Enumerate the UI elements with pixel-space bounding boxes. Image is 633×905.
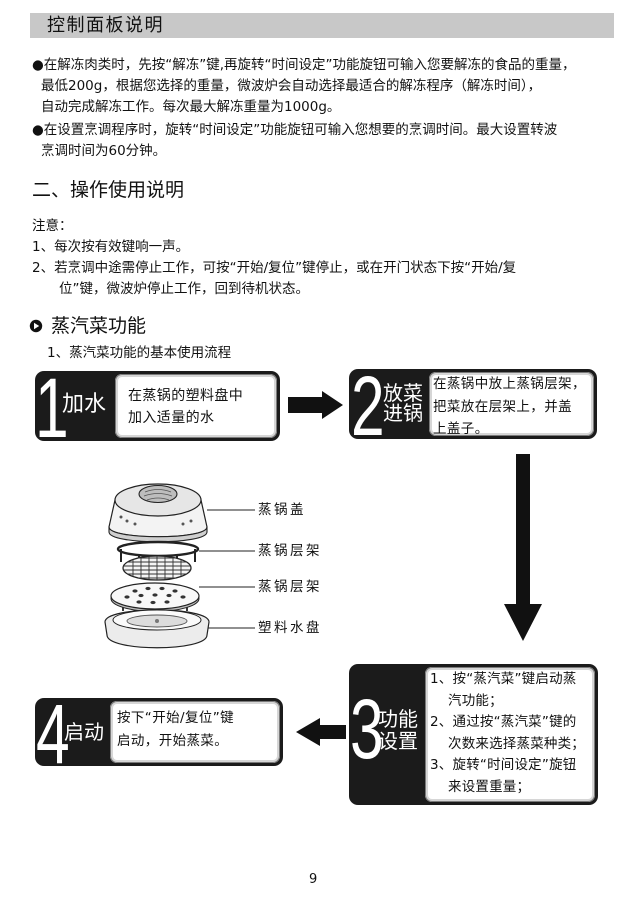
page-number: 9 xyxy=(309,872,318,887)
note-item-2-line-2: 位”键，微波炉停止工作，回到待机状态。 xyxy=(59,281,309,297)
steam-heading: 蒸汽菜功能 xyxy=(51,315,147,337)
step-3-description-line: 汽功能； xyxy=(448,692,503,709)
step-3-description-line: 2、通过按“蒸汽菜”键的 xyxy=(430,714,577,731)
steamer-lid-drawing xyxy=(108,483,208,543)
step-2-number: 2 xyxy=(351,359,385,453)
circle-arrow-icon xyxy=(29,319,43,333)
part-leader-lines xyxy=(199,509,255,629)
step-2-box: 2 放菜 进锅 在蒸锅中放上蒸锅层架， 把菜放在层架上，并盖 上盖子。 xyxy=(349,364,597,448)
step-4-title: 启动 xyxy=(64,722,104,743)
part-label-water-tray: 塑料水盘 xyxy=(258,620,322,636)
operation-heading: 二、操作使用说明 xyxy=(32,179,185,201)
steamer-perforated-plate-drawing xyxy=(110,582,200,612)
part-label-rack-lower: 蒸锅层架 xyxy=(258,579,322,595)
step-3-number: 3 xyxy=(350,682,384,776)
note-item-1: 1、每次按有效键响一声。 xyxy=(32,239,190,255)
step-4-description-panel xyxy=(110,701,280,763)
step-2-description-panel xyxy=(429,372,594,436)
step-2-description-line: 把菜放在层架上，并盖 xyxy=(433,398,572,415)
step-3-description-line: 来设置重量； xyxy=(448,778,531,795)
cooking-bullet-line-2: 烹调时间为60分钟。 xyxy=(41,143,167,159)
arrow-left-icon xyxy=(296,718,346,746)
step-1-title: 加水 xyxy=(62,394,106,416)
step-4-title-line: 启动 xyxy=(64,720,104,744)
step-4-description: 按下“开始/复位”键 启动，开始蒸菜。 xyxy=(117,707,234,753)
step-1-description-line: 加入适量的水 xyxy=(128,410,215,426)
step-3-box: 3 功能 设置 1、按“蒸汽菜”键启动蒸 汽功能； 2、通过按“蒸汽菜”键的 次… xyxy=(349,664,598,805)
steamer-illustration xyxy=(104,483,255,649)
step-1-box: 1 加水 在蒸锅的塑料盘中 加入适量的水 xyxy=(35,366,280,450)
step-4-description-line: 按下“开始/复位”键 xyxy=(117,710,235,726)
step-2-description: 在蒸锅中放上蒸锅层架， 把菜放在层架上，并盖 上盖子。 xyxy=(433,373,586,441)
arrow-down-icon xyxy=(504,454,542,641)
section-header-bar: 控制面板说明 xyxy=(30,13,614,38)
step-2-description-line: 在蒸锅中放上蒸锅层架， xyxy=(433,376,586,392)
step-1-description-line: 在蒸锅的塑料盘中 xyxy=(128,388,244,404)
note-label: 注意： xyxy=(32,218,73,234)
step-3-description-line: 次数来选择蒸菜种类； xyxy=(448,735,585,752)
note-item-2-line-1: 2、若烹调中途需停止工作，可按“开始/复位”键停止，或在开门状态下按“开始/复 xyxy=(32,260,517,276)
step-3-description-panel xyxy=(425,667,595,802)
step-2-title: 放菜 进锅 xyxy=(383,383,423,423)
step-3-title: 功能 设置 xyxy=(378,708,418,752)
step-3-title-line: 设置 xyxy=(378,729,418,753)
step-4-description-line: 启动，开始蒸菜。 xyxy=(117,733,229,749)
defrost-bullet-line-3: 自动完成解冻工作。每次最大解冻重量为1000g。 xyxy=(41,99,341,115)
step-3-description-line: 3、旋转“时间设定”旋钮 xyxy=(430,757,577,774)
step-4-number: 4 xyxy=(36,687,70,781)
step-3-title-line: 功能 xyxy=(378,707,418,731)
step-1-description: 在蒸锅的塑料盘中 加入适量的水 xyxy=(128,385,243,429)
step-2-description-line: 上盖子。 xyxy=(433,421,489,437)
defrost-bullet-line-2: 最低200g，根据您选择的重量，微波炉会自动选择最适合的解冻程序（解冻时间）， xyxy=(41,78,542,94)
steamer-water-tray-drawing xyxy=(104,609,210,649)
part-label-lid: 蒸锅盖 xyxy=(258,502,306,518)
step-1-title-line: 加水 xyxy=(62,392,107,417)
step-4-box: 4 启动 按下“开始/复位”键 启动，开始蒸菜。 xyxy=(35,692,283,776)
section-title: 控制面板说明 xyxy=(47,15,164,36)
step-1-number: 1 xyxy=(35,361,69,455)
steamer-grid-rack-drawing xyxy=(122,555,192,581)
defrost-bullet-line-1: ●在解冻肉类时，先按“解冻”键,再旋转“时间设定”功能旋钮可输入您要解冻的食品的… xyxy=(32,57,576,73)
step-3-description: 1、按“蒸汽菜”键启动蒸 汽功能； 2、通过按“蒸汽菜”键的 次数来选择蒸菜种类… xyxy=(430,669,585,799)
step-2-title-line: 进锅 xyxy=(383,401,423,425)
part-label-rack-upper: 蒸锅层架 xyxy=(258,543,322,559)
steam-subheading: 1、蒸汽菜功能的基本使用流程 xyxy=(47,345,232,361)
step-2-title-line: 放菜 xyxy=(383,381,423,405)
arrow-right-icon xyxy=(288,391,343,419)
step-1-description-panel xyxy=(115,374,277,438)
cooking-bullet-line-1: ●在设置烹调程序时，旋转“时间设定”功能旋钮可输入您想要的烹调时间。最大设置转波 xyxy=(32,122,558,138)
step-3-description-line: 1、按“蒸汽菜”键启动蒸 xyxy=(430,671,577,687)
